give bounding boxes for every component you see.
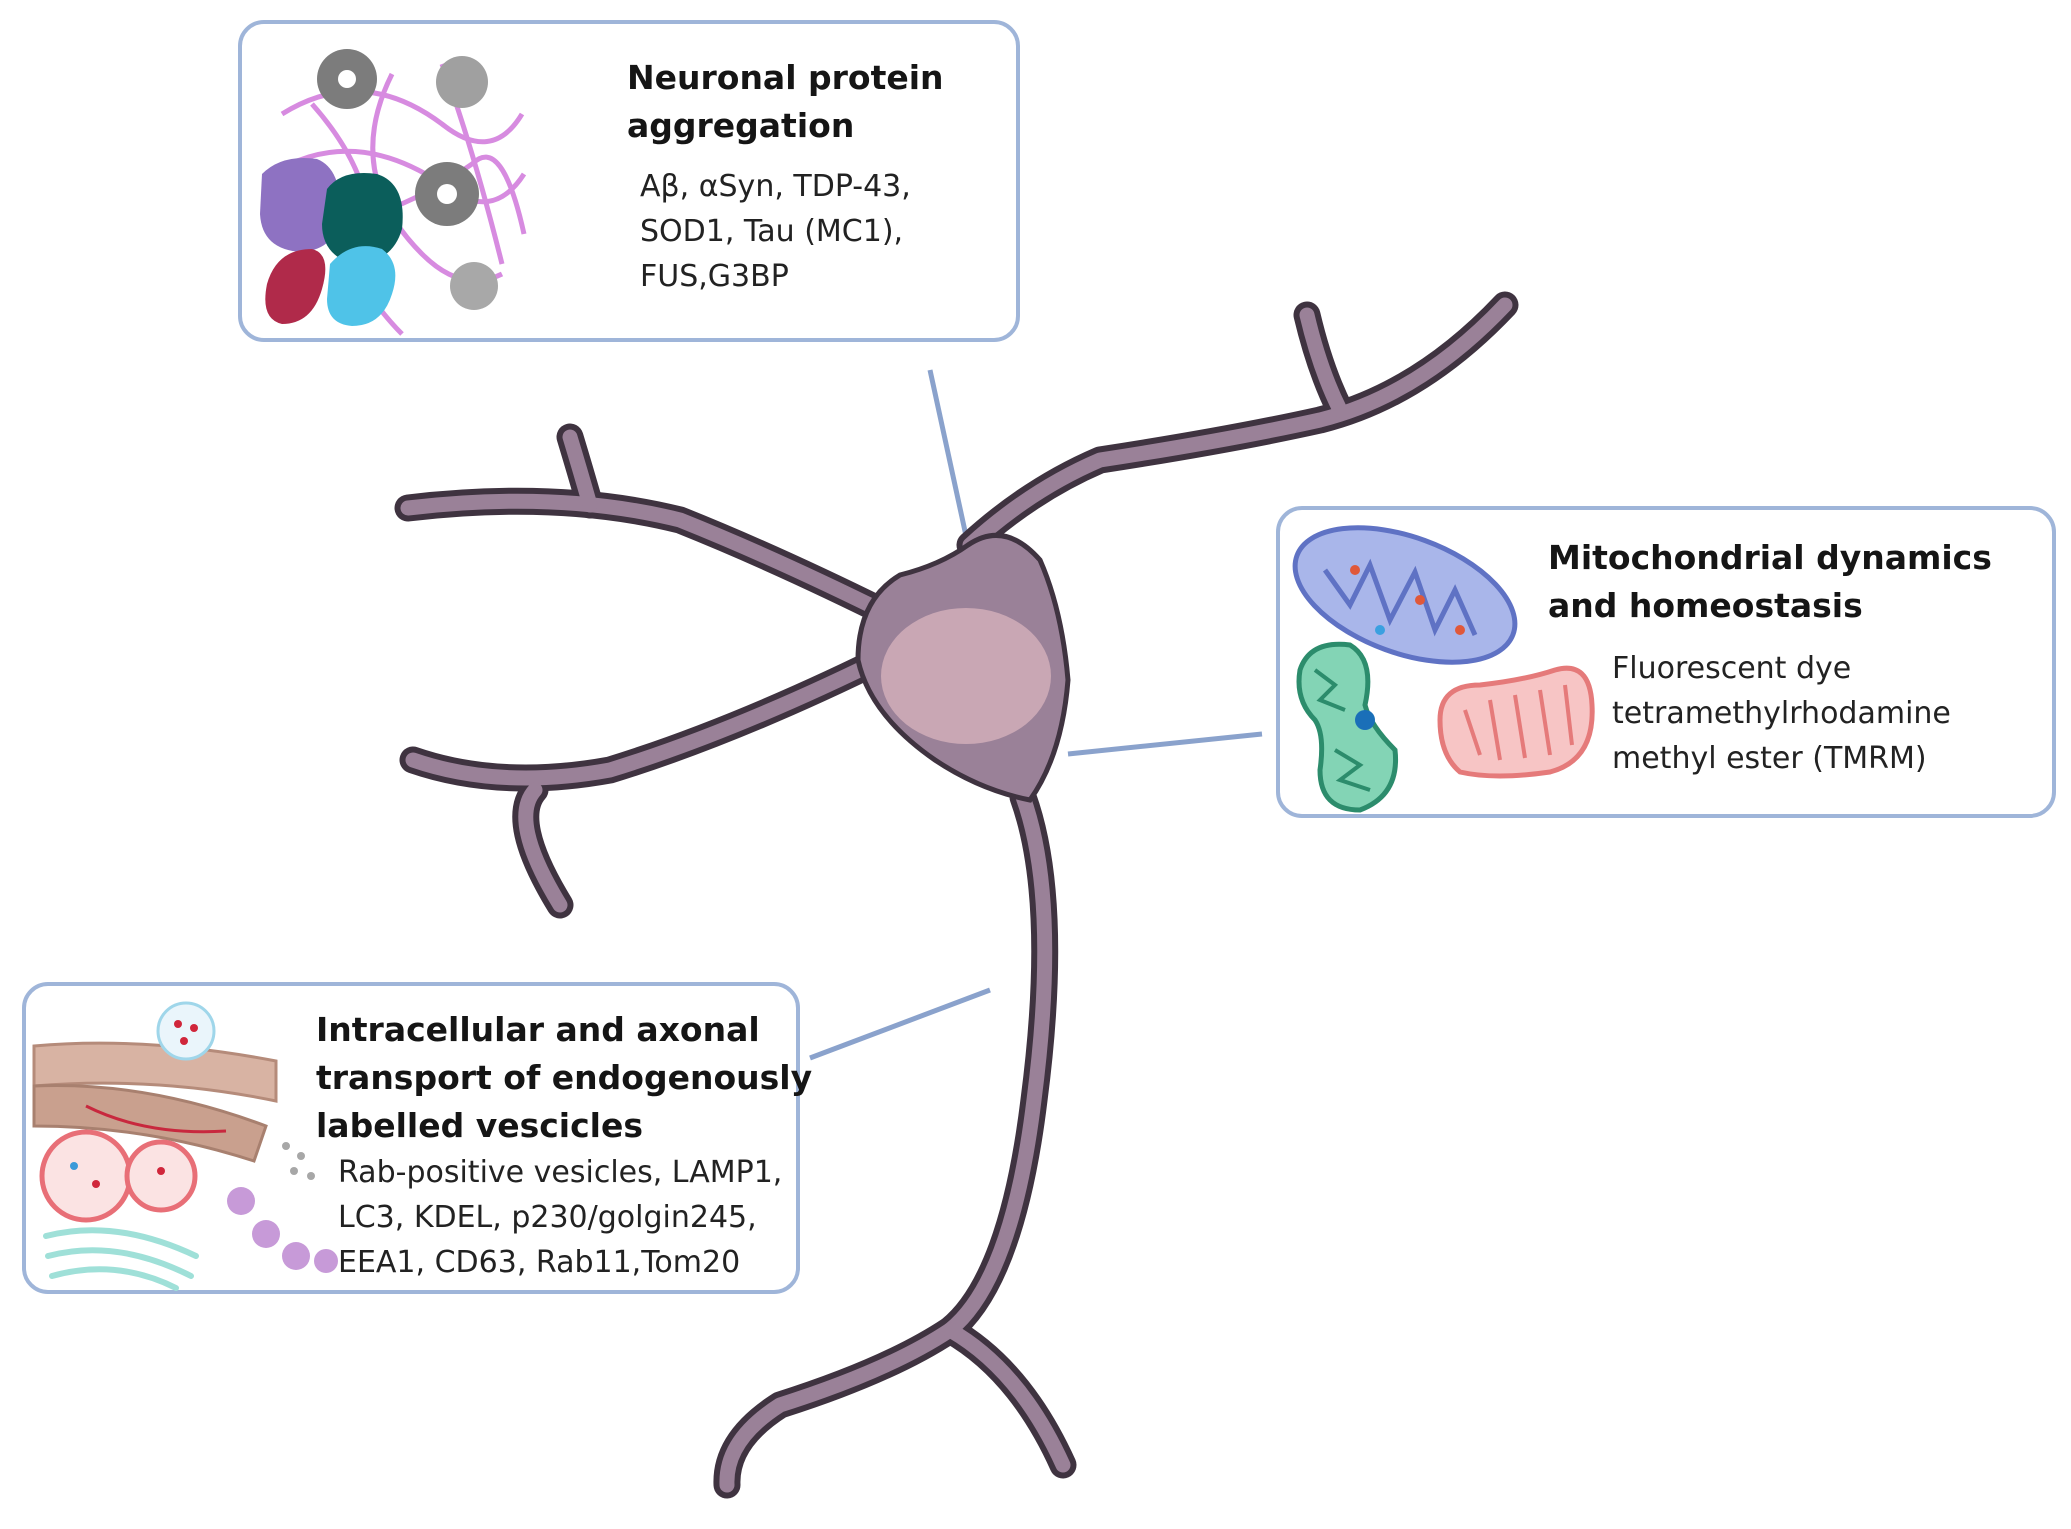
title-line: Neuronal protein (627, 58, 944, 97)
vesicle-transport-illustration (32, 1001, 338, 1291)
body-line: tetramethylrhodamine (1612, 696, 1951, 731)
connector-lines (809, 369, 1263, 1061)
panel-protein-aggregation: Neuronal protein aggregation Aβ, αSyn, T… (238, 20, 1020, 342)
vesicle-cargo (156, 1001, 216, 1061)
panel-mitochondrial-dynamics: Mitochondrial dynamics and homeostasis F… (1276, 506, 2056, 818)
connector-aggregation (927, 369, 971, 546)
body-line: Rab-positive vesicles, LAMP1, (338, 1155, 783, 1190)
mitochondrion-pink (1437, 665, 1595, 779)
panel-mitochondria-title: Mitochondrial dynamics and homeostasis (1548, 534, 1992, 630)
protein-cyan (327, 246, 396, 326)
panel-vesicle-transport: Intracellular and axonal transport of en… (22, 982, 812, 1294)
granule-dots (282, 1142, 315, 1180)
panel-transport-body: Rab-positive vesicles, LAMP1, LC3, KDEL,… (338, 1150, 782, 1285)
title-line: transport of endogenously (316, 1058, 813, 1097)
body-line: Aβ, αSyn, TDP-43, (640, 169, 911, 204)
panel-aggregation-title: Neuronal protein aggregation (627, 54, 944, 150)
protein-crimson (265, 249, 326, 324)
body-line: LC3, KDEL, p230/golgin245, (338, 1200, 757, 1235)
connector-mitochondria (1067, 731, 1263, 757)
panel-mitochondria-body: Fluorescent dye tetramethylrhodamine met… (1612, 646, 1951, 781)
title-line: labelled vescicles (316, 1106, 644, 1145)
protein-aggregates-illustration (260, 49, 527, 336)
body-line: FUS,G3BP (640, 259, 789, 294)
mitochondrion-green (1296, 641, 1399, 813)
panel-aggregation-body: Aβ, αSyn, TDP-43, SOD1, Tau (MC1), FUS,G… (640, 164, 911, 299)
title-line: and homeostasis (1548, 586, 1863, 625)
title-line: Mitochondrial dynamics (1548, 538, 1992, 577)
neuron-fill-strokes (400, 297, 1513, 1493)
body-line: methyl ester (TMRM) (1612, 741, 1927, 776)
title-line: Intracellular and axonal (316, 1010, 760, 1049)
mitochondrion-blue (1292, 525, 1518, 665)
body-line: EEA1, CD63, Rab11,Tom20 (338, 1245, 741, 1280)
protein-purple (260, 158, 341, 252)
aggregate-fibril-2 (436, 56, 488, 108)
aggregate-fibril-4 (450, 262, 498, 310)
mitochondria-illustration (1292, 525, 1595, 813)
panel-transport-title: Intracellular and axonal transport of en… (316, 1006, 812, 1150)
body-line: SOD1, Tau (MC1), (640, 214, 904, 249)
golgi-stacks (43, 1227, 199, 1291)
nucleus (881, 608, 1051, 744)
protein-teal (322, 173, 403, 264)
endosome-pair (39, 1129, 198, 1223)
body-line: Fluorescent dye (1612, 651, 1852, 686)
connector-transport (809, 987, 991, 1061)
title-line: aggregation (627, 106, 855, 145)
lysosome-cluster (227, 1187, 338, 1273)
microtubule-bundle (32, 1041, 278, 1163)
